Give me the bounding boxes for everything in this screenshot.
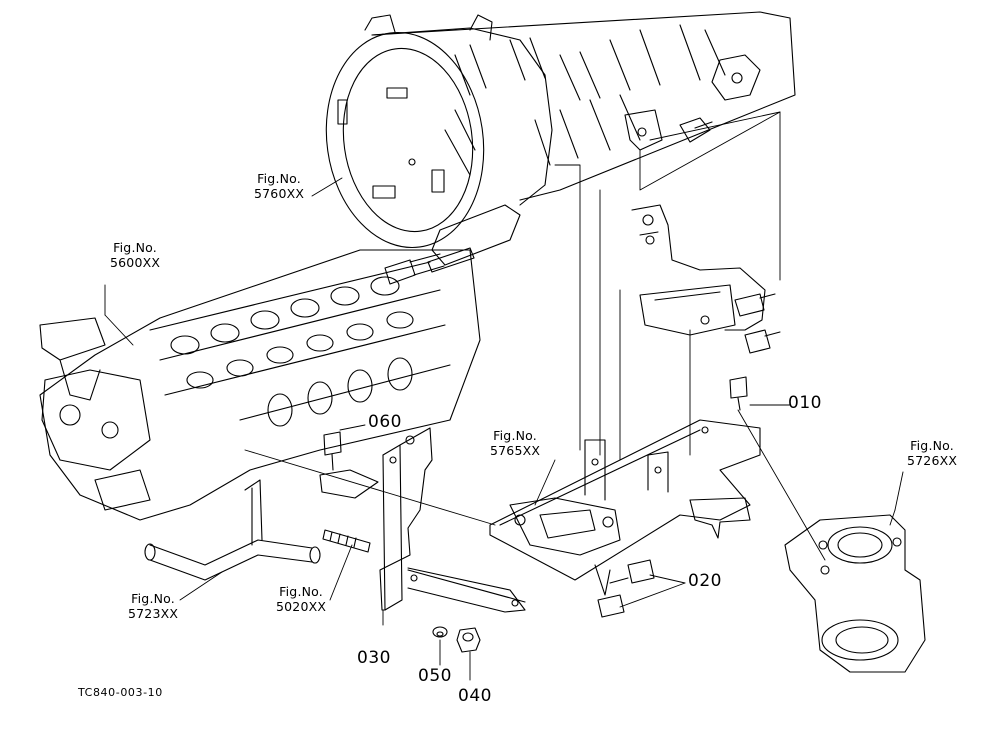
fig-ref-5760: Fig.No. 5760XX — [254, 171, 304, 201]
fig-ref-5600: Fig.No. 5600XX — [110, 240, 160, 270]
support-bracket-drawing — [632, 205, 780, 353]
fig-ref-5765-number: 5765XX — [490, 443, 541, 458]
base-plate-drawing — [490, 420, 760, 595]
fig-ref-5765: Fig.No. 5765XX — [490, 428, 540, 458]
part-number-020: 020 — [688, 571, 722, 591]
fastener-drawings — [324, 377, 747, 652]
fig-ref-5726: Fig.No. 5726XX — [907, 438, 957, 468]
dpf-muffler-drawing — [313, 12, 795, 284]
fig-ref-5765-prefix: Fig.No. — [493, 428, 537, 443]
part-number-040: 040 — [458, 686, 492, 706]
fig-ref-5020: Fig.No. 5020XX — [276, 584, 326, 614]
part-number-050: 050 — [418, 666, 452, 686]
fig-ref-5600-number: 5600XX — [110, 255, 161, 270]
part-number-030: 030 — [357, 648, 391, 668]
fig-ref-5723-number: 5723XX — [128, 606, 179, 621]
fig-ref-5723: Fig.No. 5723XX — [128, 591, 178, 621]
leader-lines — [105, 112, 903, 680]
fig-ref-5760-number: 5760XX — [254, 186, 305, 201]
drawing-code: TC840-003-10 — [78, 686, 163, 699]
fig-ref-5723-prefix: Fig.No. — [131, 591, 175, 606]
exhaust-manifold-drawing — [785, 515, 925, 672]
fig-ref-5600-prefix: Fig.No. — [113, 240, 157, 255]
fig-ref-5020-number: 5020XX — [276, 599, 327, 614]
fig-ref-5020-prefix: Fig.No. — [279, 584, 323, 599]
fig-ref-5726-prefix: Fig.No. — [910, 438, 954, 453]
fig-ref-5726-number: 5726XX — [907, 453, 958, 468]
hose-drawing — [145, 480, 320, 580]
fig-ref-5760-prefix: Fig.No. — [257, 171, 301, 186]
part-number-010: 010 — [788, 393, 822, 413]
stud-bolt-drawing — [323, 530, 370, 552]
part-number-060: 060 — [368, 412, 402, 432]
cylinder-head-drawing — [40, 250, 480, 520]
